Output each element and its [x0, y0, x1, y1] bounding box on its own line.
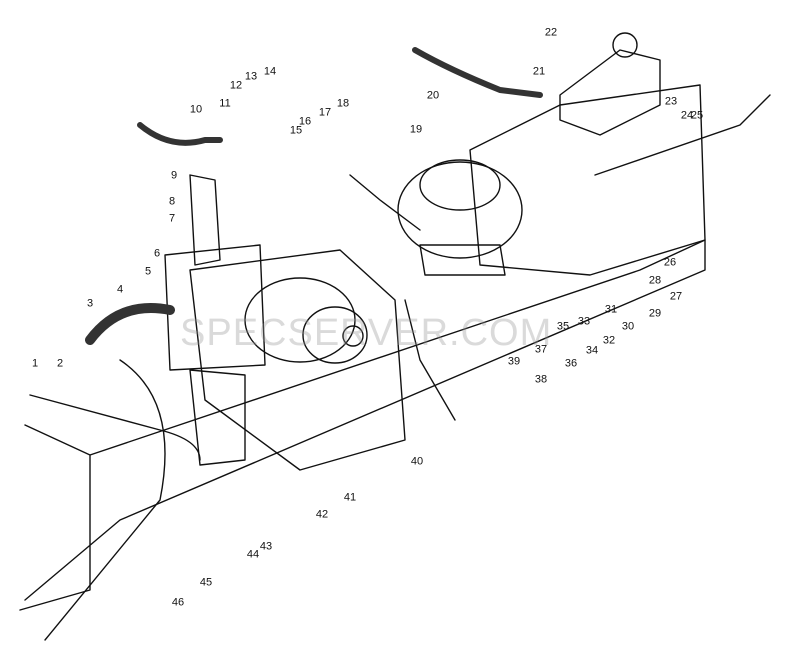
- callout-11: 11: [219, 97, 231, 110]
- callout-26: 26: [663, 256, 677, 269]
- callout-39: 39: [507, 355, 521, 368]
- brake-chamber-body: [244, 277, 356, 363]
- callout-32: 32: [602, 334, 616, 347]
- upper-reservoir: [469, 84, 706, 276]
- brake-chamber-bellows: [302, 306, 368, 364]
- frame-bracket: [19, 239, 706, 611]
- callout-21: 21: [532, 65, 546, 78]
- lower-pipe-stack: [189, 369, 246, 466]
- diaphragm-lower: [419, 244, 506, 276]
- hose-left-bend: [85, 303, 175, 345]
- callout-7: 7: [168, 212, 176, 225]
- callout-29: 29: [648, 307, 662, 320]
- callout-23: 23: [664, 95, 678, 108]
- callout-36: 36: [564, 357, 578, 370]
- callout-28: 28: [648, 274, 662, 287]
- callout-22: 22: [544, 26, 558, 39]
- callout-8: 8: [168, 195, 176, 208]
- callout-41: 41: [343, 491, 357, 504]
- callout-1: 1: [31, 357, 39, 370]
- pipe-line-lower: [29, 394, 201, 461]
- left-block: [164, 244, 266, 371]
- callout-37: 37: [534, 343, 548, 356]
- callout-18: 18: [336, 97, 350, 110]
- pipe-line-drop: [404, 299, 456, 421]
- callout-38: 38: [534, 373, 548, 386]
- valve-port: [612, 32, 638, 58]
- callout-35: 35: [556, 320, 570, 333]
- callout-24: 24: [680, 109, 694, 122]
- watermark: SPECSERVER.COM: [180, 312, 553, 354]
- brake-chamber-eye: [342, 325, 364, 347]
- callout-27: 27: [669, 290, 683, 303]
- hose-top: [412, 47, 543, 98]
- callout-25: 25: [690, 109, 704, 122]
- callout-14: 14: [263, 65, 277, 78]
- callout-30: 30: [621, 320, 635, 333]
- callout-42: 42: [315, 508, 329, 521]
- callout-44: 44: [246, 548, 260, 561]
- pipe-line-mid: [349, 174, 421, 231]
- callout-13: 13: [244, 70, 258, 83]
- lower-housing: [189, 249, 406, 471]
- callout-5: 5: [144, 265, 152, 278]
- valve-body: [559, 49, 661, 136]
- callout-16: 16: [298, 115, 312, 128]
- callout-40: 40: [410, 455, 424, 468]
- callout-46: 46: [171, 596, 185, 609]
- callout-9: 9: [170, 169, 178, 182]
- diaphragm-unit: [397, 161, 523, 259]
- callout-12: 12: [229, 79, 243, 92]
- callout-33: 33: [577, 315, 591, 328]
- pipe-line-right: [594, 94, 771, 176]
- pipe-line-long: [44, 359, 166, 641]
- callout-15: 15: [289, 124, 303, 137]
- diaphragm-cap: [419, 159, 501, 211]
- callout-4: 4: [116, 283, 124, 296]
- callout-6: 6: [153, 247, 161, 260]
- callout-43: 43: [259, 540, 273, 553]
- callout-2: 2: [56, 357, 64, 370]
- callout-17: 17: [318, 106, 332, 119]
- callout-34: 34: [585, 344, 599, 357]
- hose-upper-left: [137, 122, 223, 146]
- callout-19: 19: [409, 123, 423, 136]
- callout-20: 20: [426, 89, 440, 102]
- callout-45: 45: [199, 576, 213, 589]
- left-pipe-stack: [189, 174, 221, 266]
- callout-3: 3: [86, 297, 94, 310]
- callout-10: 10: [189, 103, 203, 116]
- callout-31: 31: [604, 303, 618, 316]
